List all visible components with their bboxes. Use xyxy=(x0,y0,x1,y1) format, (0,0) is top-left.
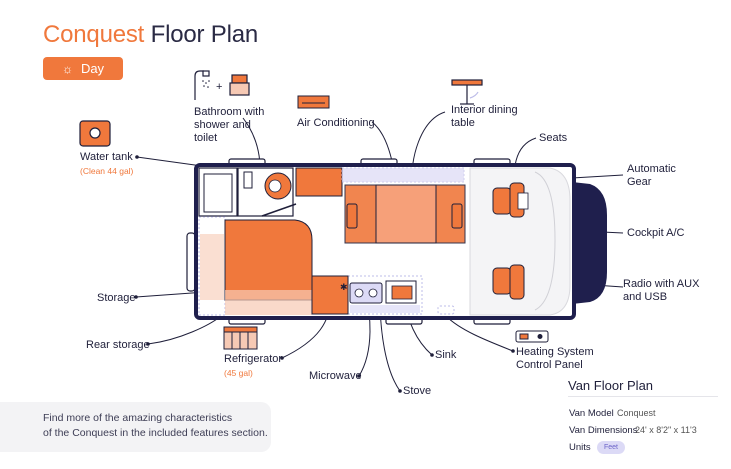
label-air-conditioning: Air Conditioning xyxy=(297,117,375,129)
fridge-icon xyxy=(223,326,258,350)
info-box: Find more of the amazing characteristics… xyxy=(0,402,271,452)
label-refrigerator: Refrigerator xyxy=(224,353,283,365)
shower-icon xyxy=(194,70,210,100)
label-rear-storage: Rear storage xyxy=(86,339,150,351)
svg-text:+: + xyxy=(216,81,222,93)
label-seats: Seats xyxy=(539,132,568,144)
label-sink: Sink xyxy=(435,349,457,361)
legend-model-key: Van Model xyxy=(569,408,614,419)
legend-model-value: Conquest xyxy=(617,408,656,418)
legend-dims-value: 24' x 8'2" x 11'3 xyxy=(635,425,697,435)
title-rest: Floor Plan xyxy=(150,21,259,48)
svg-text:✱: ✱ xyxy=(340,282,348,292)
info-line-1: Find more of the amazing characteristics xyxy=(43,412,233,424)
ac-unit-icon xyxy=(297,95,330,109)
units-toggle[interactable]: Feet xyxy=(597,441,625,454)
water-tank-icon xyxy=(79,120,111,147)
label-stove: Stove xyxy=(403,385,432,397)
legend-dims-key: Van Dimensions xyxy=(569,425,638,436)
legend-units-key: Units xyxy=(569,442,591,453)
label-storage: Storage xyxy=(97,292,136,304)
table-icon xyxy=(451,79,483,105)
label-heating-panel: Heating System Control Panel xyxy=(516,346,594,371)
label-radio: Radio with AUX and USB xyxy=(623,278,700,303)
label-cockpit-ac: Cockpit A/C xyxy=(627,227,685,239)
legend-divider xyxy=(568,396,718,397)
label-automatic-gear: Automatic Gear xyxy=(627,163,676,188)
day-mode-button[interactable]: ☼ Day xyxy=(43,57,123,80)
label-dining-table: Interior dining table xyxy=(451,104,518,129)
label-bathroom: Bathroom with shower and toilet xyxy=(194,106,265,144)
label-refrigerator-sub: (45 gal) xyxy=(224,368,253,378)
label-water-tank-sub: (Clean 44 gal) xyxy=(80,166,134,176)
page-title: Conquest Floor Plan xyxy=(43,21,258,49)
label-microwave: Microwave xyxy=(309,370,362,382)
title-brand: Conquest xyxy=(43,21,145,48)
legend-title: Van Floor Plan xyxy=(568,378,654,393)
info-line-2: of the Conquest in the included features… xyxy=(43,427,268,439)
day-mode-label: Day xyxy=(80,61,105,76)
heating-panel-icon xyxy=(515,330,549,343)
label-water-tank: Water tank xyxy=(80,151,133,163)
toilet-icon xyxy=(229,74,250,96)
sun-icon: ☼ xyxy=(61,61,73,76)
